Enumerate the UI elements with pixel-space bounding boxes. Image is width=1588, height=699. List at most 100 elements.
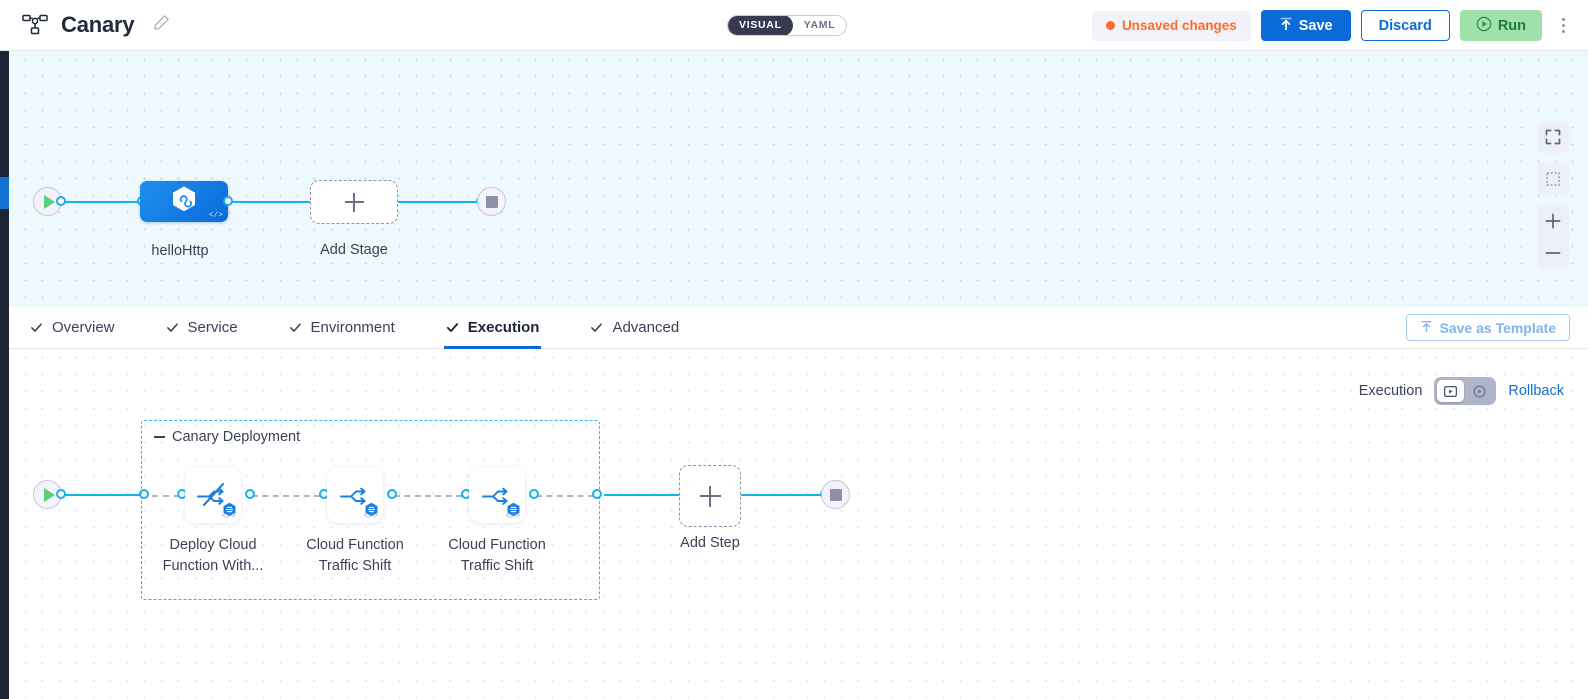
hexagon-badge-icon <box>365 502 378 517</box>
zoom-in-button[interactable] <box>1537 205 1569 237</box>
unsaved-label: Unsaved changes <box>1121 18 1237 33</box>
toggle-visual[interactable]: VISUAL <box>728 16 793 35</box>
save-button[interactable]: Save <box>1260 10 1351 41</box>
end-stop-node[interactable] <box>821 480 850 509</box>
stage-node-hellohttp[interactable]: </> <box>140 181 228 222</box>
step-node-traffic-shift-1[interactable]: </> <box>327 467 383 523</box>
rollback-view-toggle[interactable] <box>1466 380 1493 402</box>
stage-label-hellohttp: helloHttp <box>151 243 209 259</box>
code-badge: </> <box>505 512 520 521</box>
fit-screen-icon <box>1546 172 1560 186</box>
run-button[interactable]: Run <box>1459 10 1542 41</box>
code-badge: </> <box>221 512 236 521</box>
header-actions: Unsaved changes Save Discard Run <box>1091 0 1574 51</box>
wire-step2-to-step3 <box>394 495 462 497</box>
tab-environment[interactable]: Environment <box>289 307 419 349</box>
add-stage-button[interactable] <box>310 180 398 224</box>
step-label-line2: Traffic Shift <box>318 558 392 574</box>
save-label: Save <box>1298 17 1333 34</box>
toggle-yaml[interactable]: YAML <box>803 19 836 31</box>
save-as-template-button[interactable]: Save as Template <box>1405 314 1570 341</box>
execution-view-bar: Execution Rollback <box>1359 377 1564 405</box>
end-stop-node[interactable] <box>477 187 506 216</box>
rollback-link[interactable]: Rollback <box>1508 383 1564 399</box>
wire-step1-to-step2 <box>252 495 320 497</box>
header-left-group: Canary <box>0 12 170 38</box>
execution-view-toggle[interactable] <box>1437 380 1465 402</box>
wire-start-to-group <box>58 494 144 496</box>
port-step2-out[interactable] <box>387 489 397 499</box>
zoom-out-button[interactable] <box>1537 237 1569 269</box>
tab-service[interactable]: Service <box>166 307 262 349</box>
execution-label: Execution <box>1358 383 1423 399</box>
port-group-out[interactable] <box>592 489 602 499</box>
collapse-dash-icon[interactable] <box>154 436 165 438</box>
add-stage-label: Add Stage <box>320 242 388 258</box>
step-node-traffic-shift-2[interactable]: </> <box>469 467 525 523</box>
plus-icon <box>1545 213 1561 229</box>
play-circle-icon <box>1476 16 1492 36</box>
stage-group-canary-deployment[interactable]: Canary Deployment <box>141 420 600 600</box>
check-icon <box>446 323 458 332</box>
step-label-line2: Traffic Shift <box>460 558 534 574</box>
group-title-label: Canary Deployment <box>172 429 301 445</box>
upload-icon <box>1279 17 1293 35</box>
wire-add-to-end <box>394 201 480 203</box>
check-icon <box>166 323 178 332</box>
canvas-controls <box>1537 121 1569 269</box>
tab-label: Environment <box>310 319 395 336</box>
port-start-out[interactable] <box>56 489 66 499</box>
add-step-label: Add Step <box>680 535 740 551</box>
tab-overview[interactable]: Overview <box>30 307 139 349</box>
port-stage-out[interactable] <box>223 196 233 206</box>
fit-to-screen-button[interactable] <box>1537 163 1569 195</box>
tab-execution[interactable]: Execution <box>443 307 564 349</box>
port-group-in[interactable] <box>139 489 149 499</box>
code-badge: </> <box>363 512 378 521</box>
visual-yaml-toggle[interactable]: VISUAL YAML <box>727 15 848 36</box>
pipeline-stage-canvas[interactable]: </> helloHttp Add Stage <box>0 51 1588 307</box>
app-header: Canary VISUAL YAML Unsaved changes Save <box>0 0 1588 51</box>
kebab-menu-icon[interactable] <box>1552 10 1574 41</box>
step-label-line2: Function With... <box>162 558 264 574</box>
wire-group-in <box>152 495 180 497</box>
wire-step3-to-group-out <box>536 495 594 497</box>
port-step1-out[interactable] <box>245 489 255 499</box>
traffic-split-icon <box>340 487 366 505</box>
group-header[interactable]: Canary Deployment <box>154 429 300 445</box>
add-step-button[interactable] <box>679 465 741 527</box>
wire-add-to-end <box>740 494 824 496</box>
tab-label: Execution <box>467 319 540 336</box>
tabbar-left-edge-strip <box>0 307 9 349</box>
upload-icon <box>1420 320 1433 336</box>
start-play-node[interactable] <box>33 480 62 509</box>
deploy-traffic-slash-icon <box>197 482 225 507</box>
zoom-controls <box>1537 205 1569 269</box>
tab-label: Advanced <box>612 319 680 336</box>
step-label-line1: Cloud Function <box>306 537 404 553</box>
execution-step-canvas[interactable]: Execution Rollback <box>0 349 1588 699</box>
tab-label: Service <box>187 319 238 336</box>
wire-group-to-add <box>604 494 680 496</box>
code-badge: </> <box>208 211 223 220</box>
minus-icon <box>1545 252 1561 254</box>
hexagon-link-icon <box>171 185 197 218</box>
stop-square-icon <box>485 195 498 208</box>
discard-label: Discard <box>1378 17 1432 34</box>
discard-button[interactable]: Discard <box>1360 10 1450 41</box>
tab-advanced[interactable]: Advanced <box>590 307 703 349</box>
port-step3-out[interactable] <box>529 489 539 499</box>
status-badge-unsaved: Unsaved changes <box>1091 10 1251 41</box>
run-label: Run <box>1497 17 1526 34</box>
check-icon <box>289 323 301 332</box>
execution-rollback-toggle[interactable] <box>1434 377 1497 405</box>
step-node-deploy-cloud-function[interactable]: </> <box>185 467 241 523</box>
wire-stage-to-add <box>228 201 314 203</box>
hexagon-badge-icon <box>507 502 520 517</box>
pipeline-nodes-icon <box>22 14 48 36</box>
pencil-icon[interactable] <box>147 14 170 36</box>
wire-start-to-stage <box>58 201 143 203</box>
config-tabbar: Overview Service Environment Execution A… <box>0 307 1588 349</box>
fullscreen-button[interactable] <box>1537 121 1569 153</box>
port-start-out[interactable] <box>56 196 66 206</box>
